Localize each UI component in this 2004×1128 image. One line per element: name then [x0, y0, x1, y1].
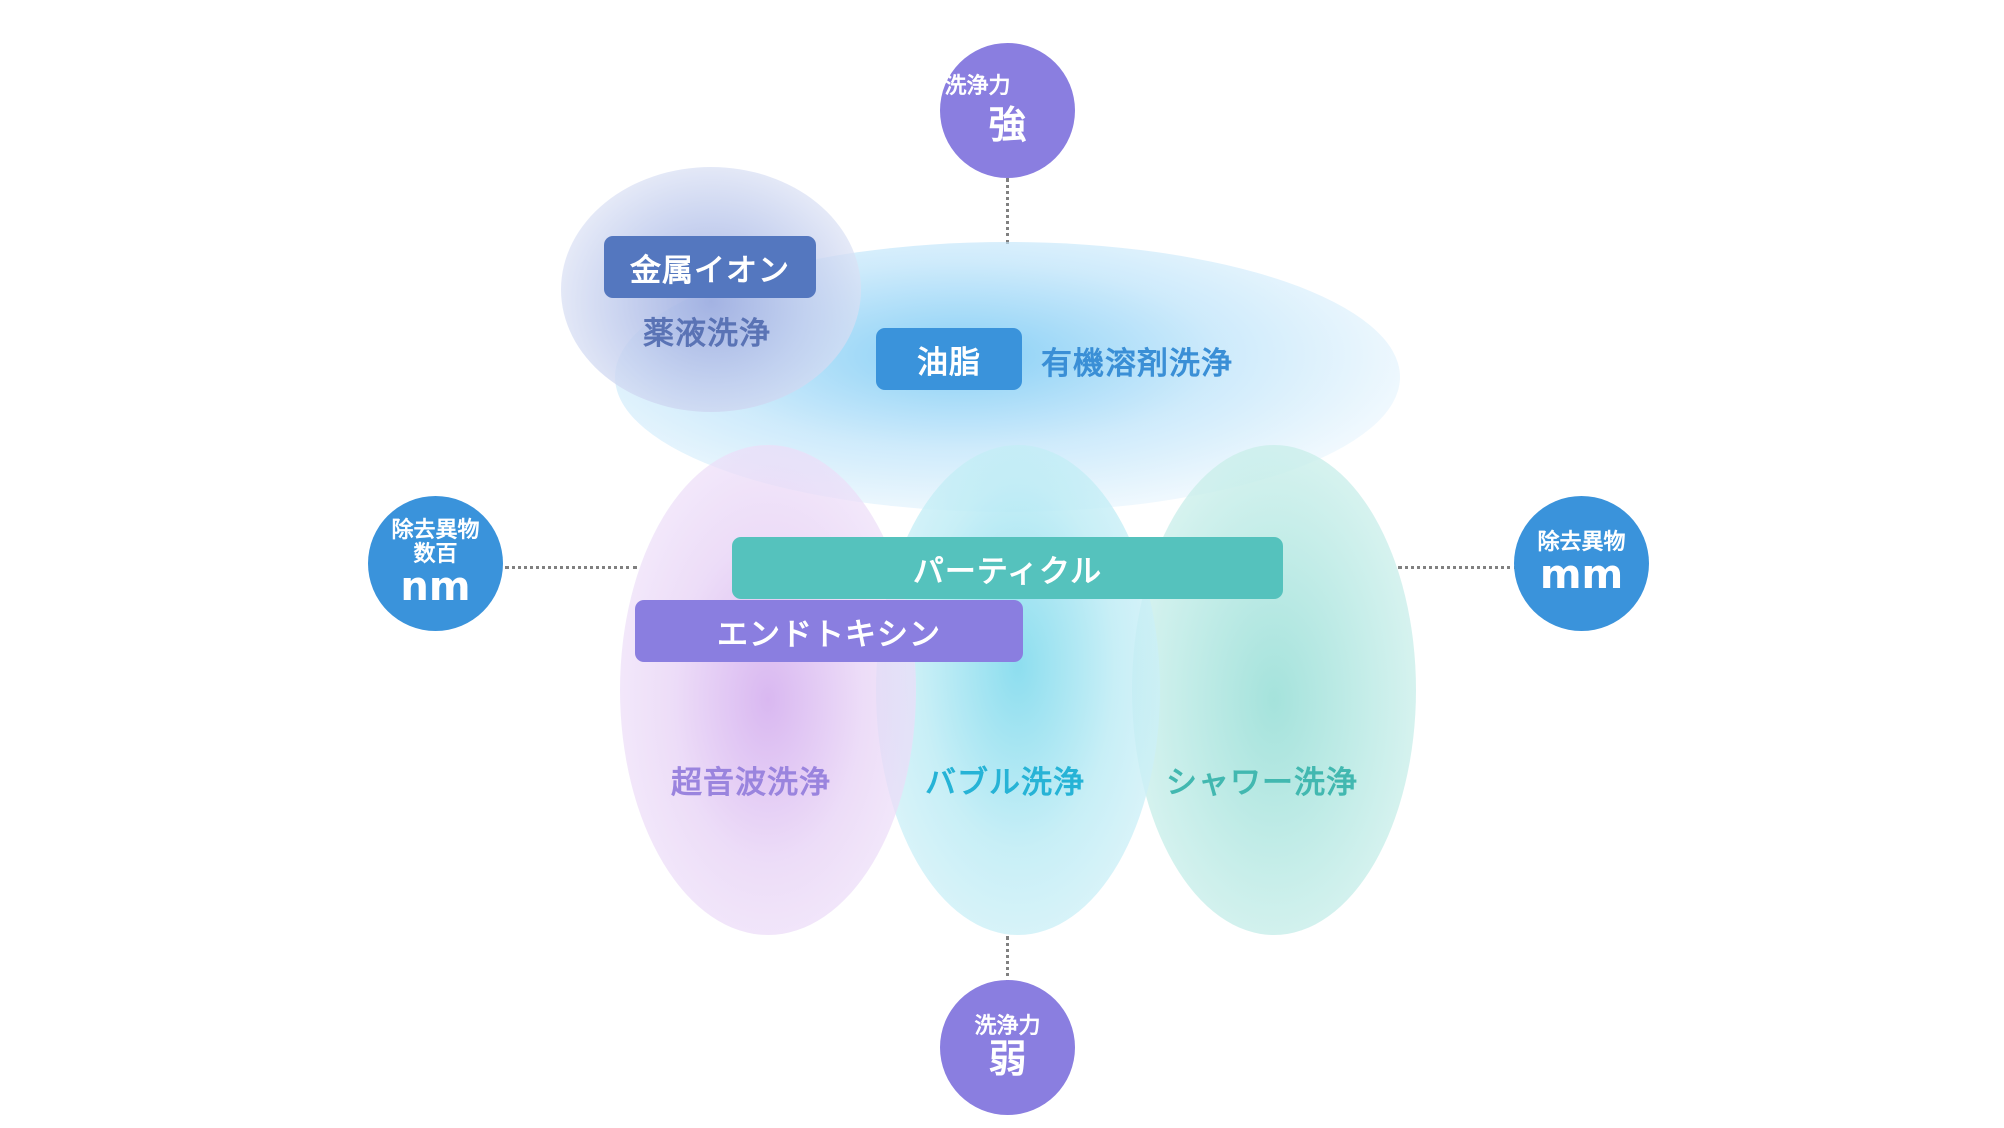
oil-tag: 油脂: [876, 328, 1022, 390]
shower-cleaning-label: シャワー洗浄: [1166, 765, 1358, 801]
axis-top-strong: 洗浄力 強: [940, 43, 1075, 178]
ultrasonic-cleaning-region: [620, 445, 916, 935]
shower-cleaning-region: [1132, 445, 1416, 935]
chemical-cleaning-label: 薬液洗浄: [643, 316, 771, 352]
axis-left-caption-2: 数百: [413, 541, 458, 567]
axis-right-mm: 除去異物 mm: [1514, 496, 1649, 631]
bubble-cleaning-label: バブル洗浄: [925, 765, 1085, 801]
metal-ion-tag: 金属イオン: [604, 236, 816, 298]
ultrasonic-cleaning-label: 超音波洗浄: [671, 765, 831, 801]
axis-line-right: [1398, 566, 1518, 569]
axis-line-left: [505, 566, 637, 569]
particle-bar: パーティクル: [732, 537, 1283, 599]
axis-top-caption: 洗浄力: [944, 74, 1011, 99]
bubble-cleaning-region: [876, 445, 1160, 935]
axis-right-caption: 除去異物: [1537, 529, 1626, 555]
axis-left-caption: 除去異物: [391, 518, 480, 544]
axis-bottom-value: 弱: [988, 1037, 1027, 1082]
axis-bottom-caption: 洗浄力: [974, 1014, 1041, 1039]
organic-solvent-cleaning-label: 有機溶剤洗浄: [1041, 346, 1233, 382]
endotoxin-bar: エンドトキシン: [635, 600, 1023, 662]
axis-top-value: 強: [988, 103, 1027, 148]
axis-line-top: [1006, 178, 1009, 244]
axis-line-bottom: [1006, 936, 1009, 984]
axis-bottom-weak: 洗浄力 弱: [940, 980, 1075, 1115]
axis-left-value: nm: [400, 563, 471, 610]
axis-left-nm: 除去異物 数百 nm: [368, 496, 503, 631]
axis-right-value: mm: [1539, 552, 1624, 599]
